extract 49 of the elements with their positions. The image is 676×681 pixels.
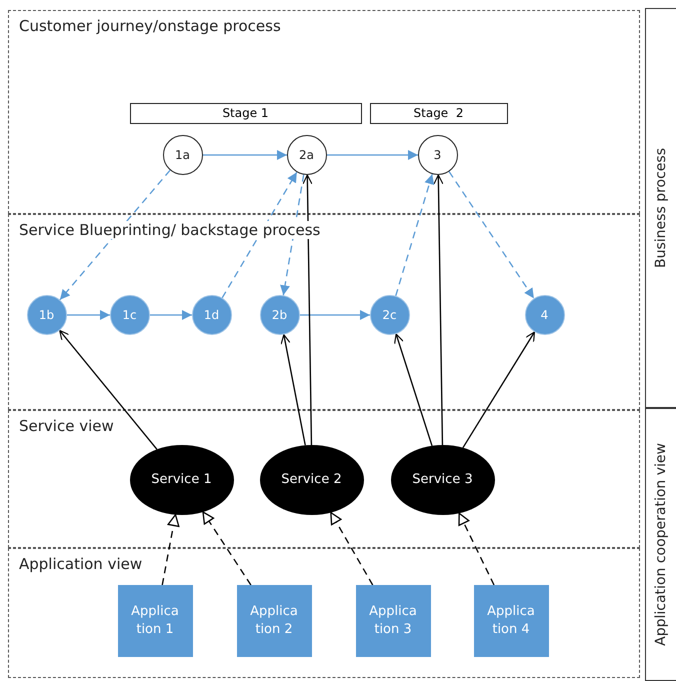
arrow xyxy=(300,310,370,320)
application-box: Applica tion 4 xyxy=(474,584,548,656)
arrow xyxy=(280,174,304,296)
arrow xyxy=(458,512,495,586)
arrow xyxy=(394,334,433,446)
swimlane-panel xyxy=(8,410,640,548)
swimlane-panel xyxy=(8,214,640,410)
arrow xyxy=(302,174,312,445)
step-circle: 4 xyxy=(524,294,564,334)
band-label: Application cooperation view xyxy=(653,443,669,646)
arrow xyxy=(203,150,287,160)
step-circle: 2c xyxy=(370,294,410,334)
service-ellipse: Service 2 xyxy=(260,444,364,514)
step-circle: 2b xyxy=(260,294,300,334)
stage-box: Stage 1 xyxy=(130,102,362,124)
arrow xyxy=(59,170,171,300)
arrow xyxy=(448,171,534,299)
arrow xyxy=(280,334,306,446)
stage-box: Stage 2 xyxy=(370,102,508,124)
arrow xyxy=(162,514,180,586)
application-box: Applica tion 2 xyxy=(236,584,312,656)
arrow xyxy=(433,174,444,445)
application-box: Applica tion 1 xyxy=(118,584,192,656)
arrow xyxy=(462,331,536,448)
application-box: Applica tion 3 xyxy=(356,584,430,656)
lane-title: Application view xyxy=(19,555,142,573)
swimlane-panel xyxy=(8,548,640,678)
arrow xyxy=(67,310,110,320)
lane-title: Customer journey/onstage process xyxy=(19,17,281,35)
service-ellipse: Service 1 xyxy=(130,444,234,514)
band-label: Business process xyxy=(653,148,669,268)
swimlane-panel xyxy=(8,10,640,214)
step-circle: 2a xyxy=(286,134,326,174)
arrow xyxy=(222,172,298,298)
step-circle: 3 xyxy=(418,134,458,174)
step-circle: 1a xyxy=(162,134,202,174)
arrow xyxy=(330,512,374,586)
step-circle: 1d xyxy=(192,294,232,334)
arrow xyxy=(202,511,252,586)
side-band xyxy=(645,8,676,408)
lane-title: Service Blueprinting/ backstage process xyxy=(19,221,320,239)
arrow xyxy=(327,150,418,160)
side-band xyxy=(645,408,676,681)
step-circle: 1c xyxy=(110,294,150,334)
service-ellipse: Service 3 xyxy=(390,444,494,514)
arrow xyxy=(395,174,434,296)
arrow xyxy=(59,330,158,450)
arrow xyxy=(150,310,192,320)
step-circle: 1b xyxy=(26,294,66,334)
